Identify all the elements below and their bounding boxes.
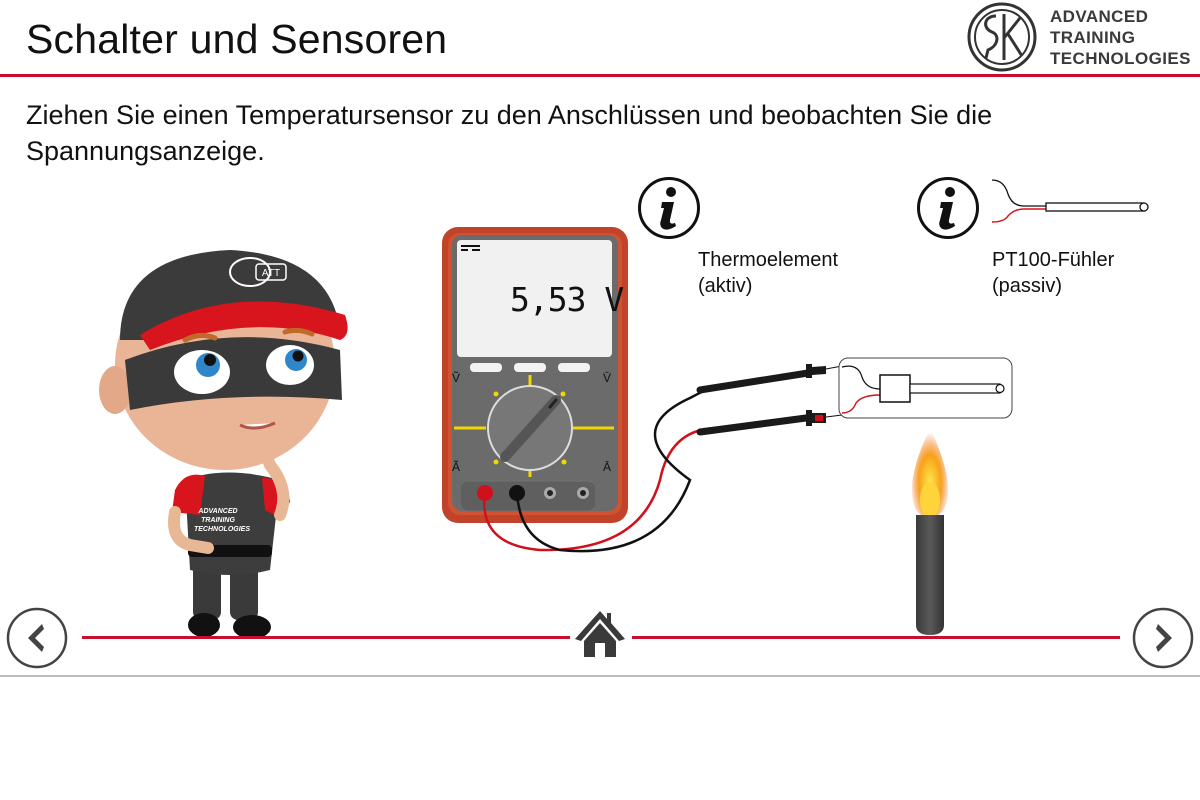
next-button[interactable] <box>1132 607 1194 669</box>
meter-button[interactable] <box>558 363 590 372</box>
chevron-left-icon <box>6 607 68 669</box>
sensor-drop-target[interactable] <box>838 357 1013 419</box>
multimeter <box>442 227 628 523</box>
selector-dial[interactable] <box>487 385 573 471</box>
mascot-character: ADVANCED TRAINING TECHNOLOGIES ATT <box>99 250 348 639</box>
dial-label-bottom-right: Ā <box>603 460 612 474</box>
meter-button[interactable] <box>514 363 546 372</box>
info-button-pt100[interactable] <box>916 176 980 240</box>
multimeter-display-value: 5,53 V <box>510 280 624 319</box>
meter-button[interactable] <box>470 363 502 372</box>
sensor-label-thermoelement: Thermoelement (aktiv) <box>698 247 838 299</box>
chevron-right-icon <box>1132 607 1194 669</box>
cap-badge: ATT <box>262 268 280 279</box>
svg-text:TECHNOLOGIES: TECHNOLOGIES <box>194 526 250 533</box>
sensor-label-pt100: PT100-Fühler (passiv) <box>992 247 1114 299</box>
pt100-sensor-draggable[interactable] <box>990 178 1150 228</box>
company-name-line: ADVANCED <box>1050 7 1149 26</box>
dial-label-top-right: V̄ <box>603 371 612 385</box>
page-title: Schalter und Sensoren <box>26 16 448 62</box>
company-name: ADVANCED TRAINING TECHNOLOGIES <box>1050 6 1191 69</box>
dc-mode-icon <box>461 245 480 251</box>
sensor-type: (passiv) <box>992 275 1063 297</box>
bottom-divider <box>0 675 1200 677</box>
previous-button[interactable] <box>6 607 68 669</box>
sensor-type: (aktiv) <box>698 275 753 297</box>
sensor-name: PT100-Fühler <box>992 249 1115 271</box>
dial-label-bottom-left: Ã <box>452 460 461 474</box>
info-icon <box>917 177 979 239</box>
burner-flame <box>911 428 949 635</box>
red-jack <box>477 485 493 501</box>
home-button[interactable] <box>569 605 631 667</box>
info-icon <box>638 177 700 239</box>
company-name-line: TRAINING <box>1050 28 1136 47</box>
home-icon <box>575 611 625 657</box>
sk-logo-icon <box>967 2 1037 72</box>
title-divider <box>0 74 1200 77</box>
shirt-text: ADVANCED <box>197 508 237 515</box>
slide-content: Schalter und Sensoren ADVANCED TRAINING … <box>0 2 1200 677</box>
nav-line-right <box>632 636 1120 639</box>
nav-line-left <box>82 636 570 639</box>
svg-text:TRAINING: TRAINING <box>201 517 235 524</box>
company-name-line: TECHNOLOGIES <box>1050 49 1191 68</box>
instruction-text: Ziehen Sie einen Temperatursensor zu den… <box>26 100 993 166</box>
sensor-name: Thermoelement <box>698 249 839 271</box>
black-jack <box>509 485 525 501</box>
dial-label-top-left: Ṽ <box>452 371 461 385</box>
info-button-thermoelement[interactable] <box>637 176 701 240</box>
